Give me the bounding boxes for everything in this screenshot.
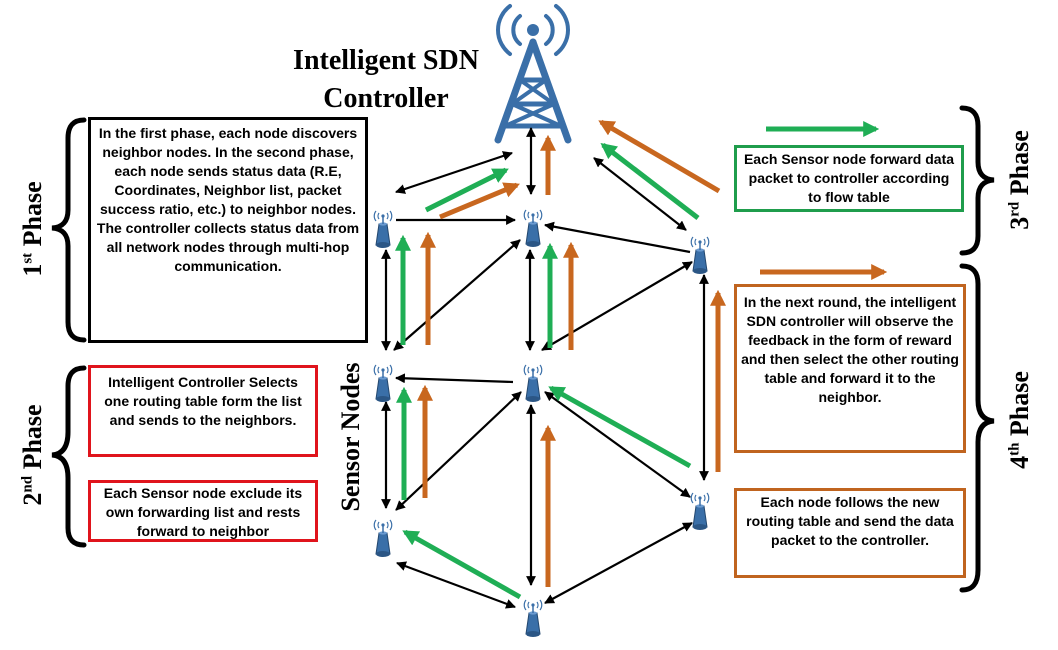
phase4-feedback-box: In the next round, the intelligent SDN c… — [734, 284, 966, 453]
phase4-routing-text: Each node follows the new routing table … — [746, 494, 954, 548]
orange-flow-arrow — [439, 182, 520, 220]
sensor-node-icon — [690, 492, 710, 531]
phase2-number: 2 — [18, 492, 47, 506]
phase2-suffix: nd — [19, 475, 36, 493]
phase2-controller-box: Intelligent Controller Selects one routi… — [88, 365, 318, 457]
link — [395, 373, 514, 384]
green-flow-arrow — [548, 385, 692, 469]
phase4-feedback-text: In the next round, the intelligent SDN c… — [741, 294, 959, 405]
sensor-node-icon — [523, 599, 543, 638]
phase1-description-box: In the first phase, each node discovers … — [88, 117, 368, 343]
controller-title-line1: Intelligent SDN — [293, 45, 479, 76]
link — [395, 151, 513, 194]
sensor-nodes-label: Sensor Nodes — [336, 362, 365, 512]
phase4-label: 4th Phase — [1005, 350, 1035, 490]
sensor-node-icon — [523, 364, 543, 403]
phase1-label: 1st Phase — [18, 159, 48, 299]
phase3-description-text: Each Sensor node forward data packet to … — [743, 151, 955, 205]
phase4-routing-box: Each node follows the new routing table … — [734, 488, 966, 578]
phase3-number: 3 — [1005, 216, 1034, 230]
phase4-number: 4 — [1005, 455, 1034, 469]
link — [396, 561, 516, 609]
phase2-sensor-text: Each Sensor node exclude its own forward… — [103, 485, 303, 539]
phase1-word: Phase — [18, 181, 47, 247]
sensor-node-icon — [373, 364, 393, 403]
phase3-description-box: Each Sensor node forward data packet to … — [734, 145, 964, 212]
link — [593, 157, 687, 231]
link — [544, 391, 691, 498]
network-links — [381, 127, 709, 609]
phase1-suffix: st — [19, 252, 36, 264]
green-flow-arrow — [424, 167, 509, 213]
phase2-sensor-box: Each Sensor node exclude its own forward… — [88, 480, 318, 542]
controller-title-line2: Controller — [323, 83, 449, 114]
phase4-brace — [959, 263, 995, 593]
green-flow-arrow — [402, 529, 522, 600]
phase3-brace — [959, 105, 995, 256]
phase1-brace — [51, 117, 87, 343]
sensor-node-icon — [690, 236, 710, 275]
phase2-word: Phase — [18, 404, 47, 470]
phase2-brace — [51, 365, 87, 548]
phase2-controller-text: Intelligent Controller Selects one routi… — [104, 374, 302, 428]
link — [395, 391, 522, 511]
phase2-label: 2nd Phase — [18, 385, 48, 525]
sensor-node-icon — [373, 210, 393, 249]
phase3-word: Phase — [1005, 130, 1034, 196]
phase3-suffix: rd — [1006, 201, 1023, 217]
link — [393, 239, 521, 351]
phase4-suffix: th — [1006, 442, 1023, 456]
link — [544, 522, 693, 604]
green-flow-arrow — [600, 143, 700, 220]
sensor-node-icon — [373, 519, 393, 558]
sensor-node-icon — [523, 209, 543, 248]
phase-braces — [51, 105, 995, 593]
phase1-number: 1 — [18, 263, 47, 277]
orange-flow-arrows — [416, 119, 888, 587]
link — [544, 221, 691, 254]
link — [541, 261, 693, 351]
phase3-label: 3rd Phase — [1005, 110, 1035, 250]
phase4-word: Phase — [1005, 371, 1034, 437]
orange-flow-arrow — [598, 119, 721, 194]
phase1-description-text: In the first phase, each node discovers … — [96, 125, 360, 274]
green-flow-arrows — [394, 120, 880, 600]
sdn-controller-tower-icon — [494, 4, 572, 144]
controller-title: Intelligent SDN Controller — [268, 42, 504, 118]
